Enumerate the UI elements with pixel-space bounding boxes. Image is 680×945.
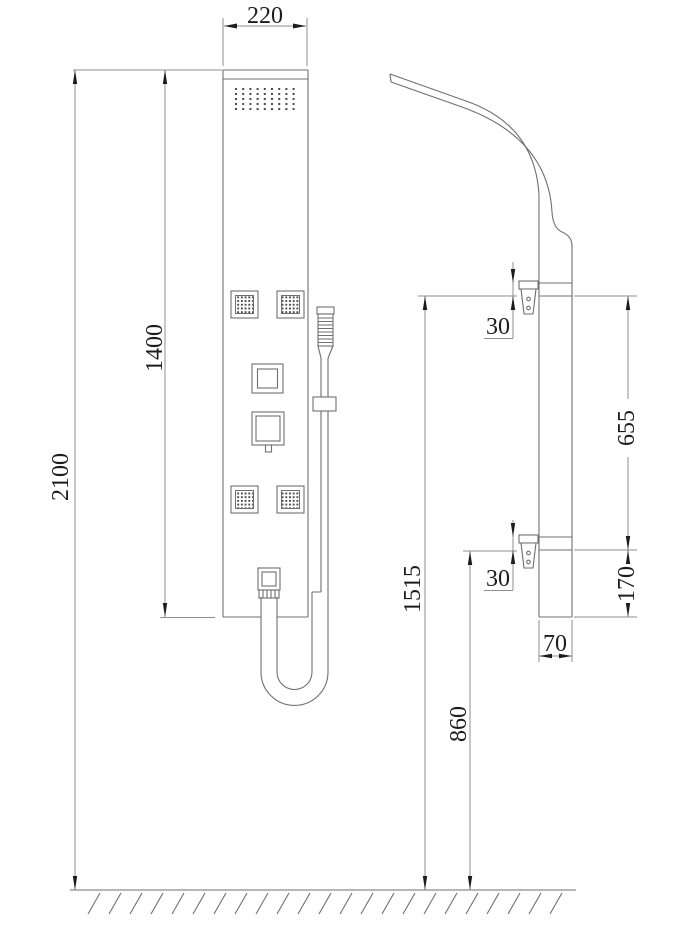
side-profile [389, 73, 573, 618]
hand-shower-grip [317, 313, 334, 347]
dim-label-lower-bracket-from-floor: 860 [446, 706, 472, 742]
dimension-arrowheads [72, 23, 631, 890]
dim-label-bracket-span: 655 [614, 410, 640, 446]
dimension-lines: 220 2100 1400 30 655 30 170 70 1515 860 [48, 3, 640, 890]
wall-bracket-upper [518, 280, 539, 315]
hand-shower-holder [312, 396, 337, 412]
dim-label-panel-width: 220 [247, 3, 283, 29]
ground-line [70, 889, 576, 915]
dim-label-panel-height: 1400 [142, 324, 168, 372]
dim-label-overall-height: 2100 [48, 453, 74, 501]
water-outlet [257, 567, 281, 599]
panel-outline [222, 69, 309, 618]
hand-shower-taper [317, 345, 334, 359]
diverter-tab [264, 444, 273, 453]
dim-label-panel-depth: 70 [543, 631, 567, 657]
dim-label-upper-bracket-thickness: 30 [486, 314, 510, 340]
body-jet-lower-right [276, 485, 305, 514]
body-jet-upper-right [276, 290, 305, 319]
hand-shower-stem [320, 358, 329, 592]
side-view [389, 73, 573, 618]
body-jet-upper-left [230, 290, 259, 319]
control-knob-diverter [251, 411, 285, 453]
dim-label-lower-bracket-thickness: 30 [486, 566, 510, 592]
control-knob-temperature [251, 363, 284, 394]
ground-hatching [87, 892, 563, 915]
hand-shower-head-cap [316, 306, 335, 315]
dim-label-bracket-to-panel-bottom: 170 [614, 566, 640, 602]
shower-hose [260, 591, 329, 707]
dim-label-upper-bracket-from-floor: 1515 [400, 565, 426, 613]
shower-head-spray-grid [235, 88, 299, 112]
hand-shower [312, 306, 337, 592]
front-view [222, 69, 337, 707]
body-jet-lower-left [230, 485, 259, 514]
wall-bracket-lower [518, 534, 539, 569]
